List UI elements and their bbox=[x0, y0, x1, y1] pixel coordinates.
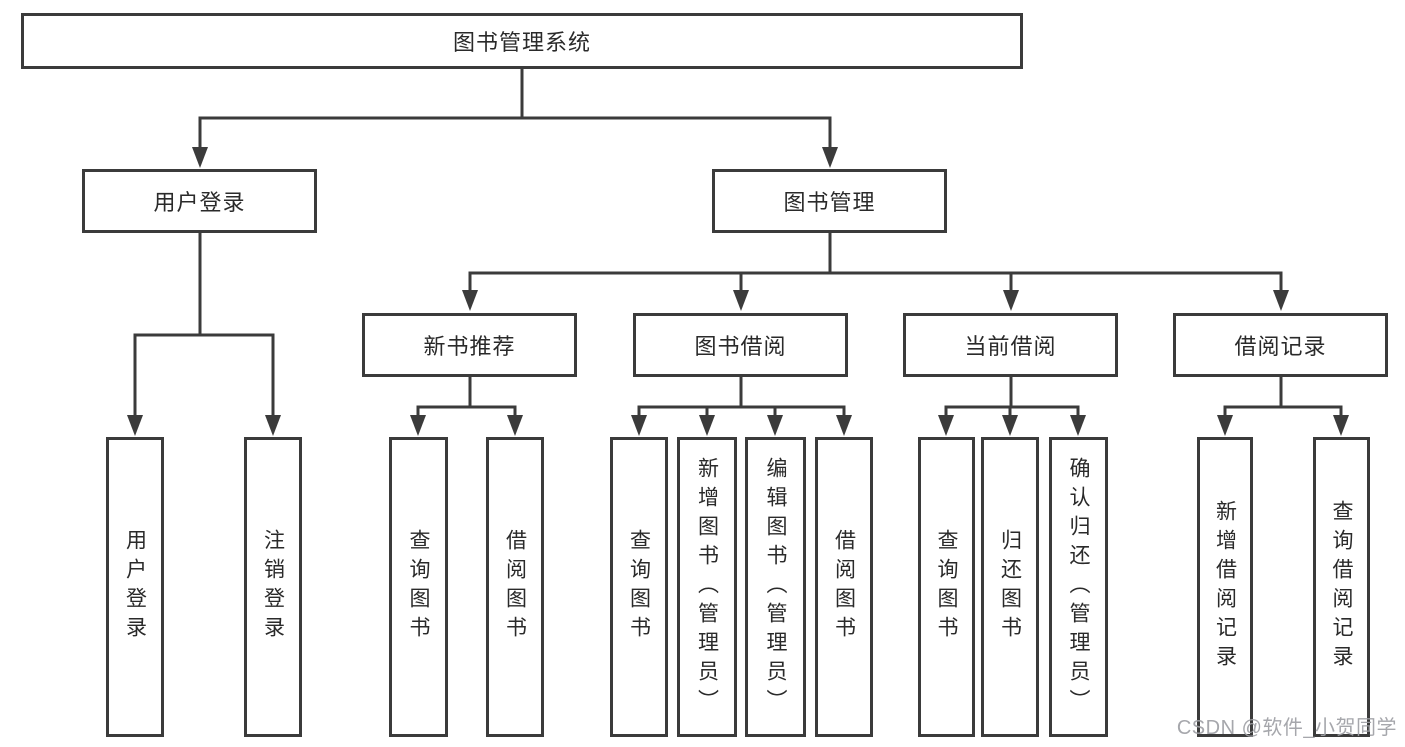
arrowhead-br-add-record bbox=[1217, 415, 1233, 436]
arrowhead-leaf-user-login bbox=[127, 415, 143, 436]
leaf-cb-confirm-return-label: 确认归还（管理员） bbox=[1067, 456, 1090, 718]
leaf-nb-borrow-books-label: 借阅图书 bbox=[503, 529, 527, 645]
leaf-cb-return-books-label: 归还图书 bbox=[998, 529, 1022, 645]
node-current-borrow: 当前借阅 bbox=[903, 313, 1118, 377]
connector-book-management-children bbox=[468, 231, 1283, 295]
arrowhead-current-borrow bbox=[1003, 290, 1019, 311]
leaf-user-login-label: 用户登录 bbox=[123, 529, 147, 645]
leaf-nb-borrow-books: 借阅图书 bbox=[486, 437, 544, 737]
arrowhead-bb-query-books bbox=[631, 415, 647, 436]
connector-user-login-children bbox=[133, 231, 275, 419]
leaf-logout-label: 注销登录 bbox=[261, 529, 285, 645]
arrowhead-cb-return-books bbox=[1002, 415, 1018, 436]
node-user-login: 用户登录 bbox=[82, 169, 317, 233]
arrowhead-bb-edit-books bbox=[767, 415, 783, 436]
leaf-user-login: 用户登录 bbox=[106, 437, 164, 737]
leaf-cb-return-books: 归还图书 bbox=[981, 437, 1039, 737]
leaf-cb-confirm-return: 确认归还（管理员） bbox=[1049, 437, 1108, 737]
leaf-bb-add-books: 新增图书（管理员） bbox=[677, 437, 737, 737]
node-borrow-records: 借阅记录 bbox=[1173, 313, 1388, 377]
leaf-cb-query-books-label: 查询图书 bbox=[935, 529, 958, 645]
arrowhead-cb-query-books bbox=[938, 415, 954, 436]
node-book-borrow: 图书借阅 bbox=[633, 313, 848, 377]
arrowhead-bb-add-books bbox=[699, 415, 715, 436]
connector-book-borrow-children bbox=[637, 375, 846, 419]
arrowhead-book-borrow bbox=[733, 290, 749, 311]
node-book-management: 图书管理 bbox=[712, 169, 947, 233]
leaf-br-query-record: 查询借阅记录 bbox=[1313, 437, 1370, 737]
node-borrow-records-label: 借阅记录 bbox=[1234, 334, 1327, 359]
arrowhead-cb-confirm-return bbox=[1070, 415, 1086, 436]
connector-root-to-level2 bbox=[198, 67, 832, 152]
arrowhead-bb-borrow-books bbox=[836, 415, 852, 436]
csdn-watermark: CSDN @软件_小贺同学 bbox=[1176, 717, 1397, 739]
node-book-management-label: 图书管理 bbox=[783, 190, 876, 215]
arrowhead-leaf-logout bbox=[265, 415, 281, 436]
node-current-borrow-label: 当前借阅 bbox=[964, 334, 1057, 359]
leaf-nb-query-books: 查询图书 bbox=[389, 437, 448, 737]
leaf-bb-borrow-books: 借阅图书 bbox=[815, 437, 873, 737]
arrowhead-user-login bbox=[192, 147, 208, 168]
arrowhead-br-query-record bbox=[1333, 415, 1349, 436]
connector-new-book-children bbox=[416, 375, 517, 419]
node-new-book-recommend: 新书推荐 bbox=[362, 313, 577, 377]
connector-current-borrow-children bbox=[944, 375, 1080, 419]
leaf-cb-query-books: 查询图书 bbox=[918, 437, 975, 737]
leaf-br-add-record: 新增借阅记录 bbox=[1197, 437, 1253, 737]
arrowhead-book-management bbox=[822, 147, 838, 168]
leaf-bb-edit-books-label: 编辑图书（管理员） bbox=[764, 456, 787, 718]
node-book-borrow-label: 图书借阅 bbox=[694, 334, 787, 359]
leaf-bb-query-books: 查询图书 bbox=[610, 437, 668, 737]
arrowhead-nb-query-books bbox=[410, 415, 426, 436]
arrowhead-new-book-recommend bbox=[462, 290, 478, 311]
leaf-bb-borrow-books-label: 借阅图书 bbox=[832, 529, 856, 645]
node-root-label: 图书管理系统 bbox=[452, 30, 591, 55]
leaf-nb-query-books-label: 查询图书 bbox=[407, 529, 430, 645]
leaf-br-add-record-label: 新增借阅记录 bbox=[1213, 500, 1237, 674]
arrowhead-borrow-records bbox=[1273, 290, 1289, 311]
node-root: 图书管理系统 bbox=[21, 13, 1023, 69]
leaf-br-query-record-label: 查询借阅记录 bbox=[1330, 500, 1353, 674]
leaf-bb-query-books-label: 查询图书 bbox=[627, 529, 651, 645]
node-new-book-recommend-label: 新书推荐 bbox=[423, 334, 516, 359]
connector-borrow-records-children bbox=[1223, 375, 1343, 419]
node-user-login-label: 用户登录 bbox=[153, 190, 246, 215]
leaf-logout: 注销登录 bbox=[244, 437, 302, 737]
arrowhead-nb-borrow-books bbox=[507, 415, 523, 436]
leaf-bb-edit-books: 编辑图书（管理员） bbox=[745, 437, 806, 737]
leaf-bb-add-books-label: 新增图书（管理员） bbox=[695, 456, 719, 718]
